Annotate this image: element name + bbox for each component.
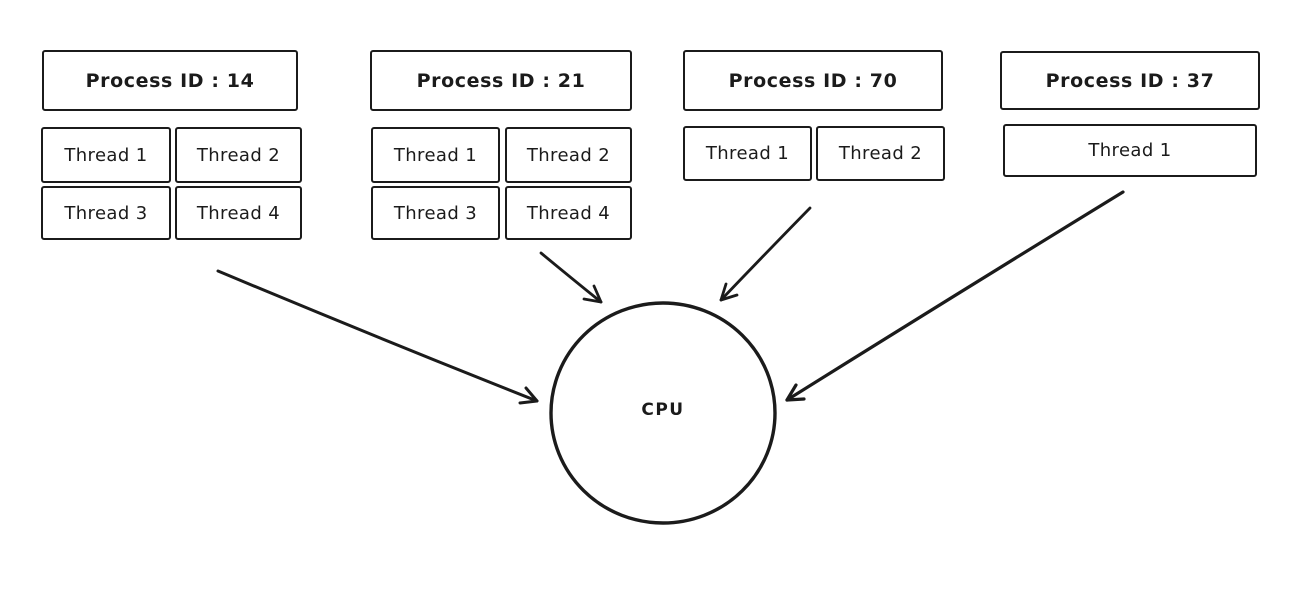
thread-box: Thread 4 xyxy=(505,186,632,240)
thread-label: Thread 1 xyxy=(64,144,148,166)
thread-box: Thread 2 xyxy=(175,127,302,183)
arrow-process2-to-cpu xyxy=(539,251,603,304)
thread-label: Thread 3 xyxy=(64,202,148,224)
process-label: Process ID : 21 xyxy=(416,69,586,92)
arrow-process1-to-cpu xyxy=(216,269,539,405)
thread-label: Thread 2 xyxy=(838,143,923,164)
process-id-box: Process ID : 21 xyxy=(370,50,632,111)
process-id-box: Process ID : 37 xyxy=(1000,51,1260,110)
thread-box: Thread 1 xyxy=(683,126,812,181)
cpu-label: CPU xyxy=(641,400,685,420)
process-label: Process ID : 37 xyxy=(1045,69,1215,92)
arrow-process4-to-cpu xyxy=(785,190,1125,402)
process-label: Process ID : 70 xyxy=(728,69,898,92)
thread-label: Thread 2 xyxy=(196,144,281,166)
thread-box: Thread 1 xyxy=(41,127,171,183)
thread-box: Thread 1 xyxy=(371,127,500,183)
process-id-box: Process ID : 70 xyxy=(683,50,943,111)
arrow-process3-to-cpu xyxy=(719,206,812,302)
thread-box: Thread 1 xyxy=(1003,124,1257,177)
thread-label: Thread 3 xyxy=(393,202,478,224)
thread-label: Thread 4 xyxy=(196,202,281,224)
thread-label: Thread 1 xyxy=(393,144,478,166)
thread-label: Thread 1 xyxy=(705,143,790,164)
thread-box: Thread 4 xyxy=(175,186,302,240)
thread-box: Thread 3 xyxy=(371,186,500,240)
thread-box: Thread 3 xyxy=(41,186,171,240)
process-label: Process ID : 14 xyxy=(85,69,255,92)
thread-label: Thread 1 xyxy=(1088,140,1172,161)
thread-box: Thread 2 xyxy=(816,126,945,181)
thread-box: Thread 2 xyxy=(505,127,632,183)
process-id-box: Process ID : 14 xyxy=(42,50,298,111)
thread-label: Thread 2 xyxy=(526,144,611,166)
thread-label: Thread 4 xyxy=(526,202,611,224)
